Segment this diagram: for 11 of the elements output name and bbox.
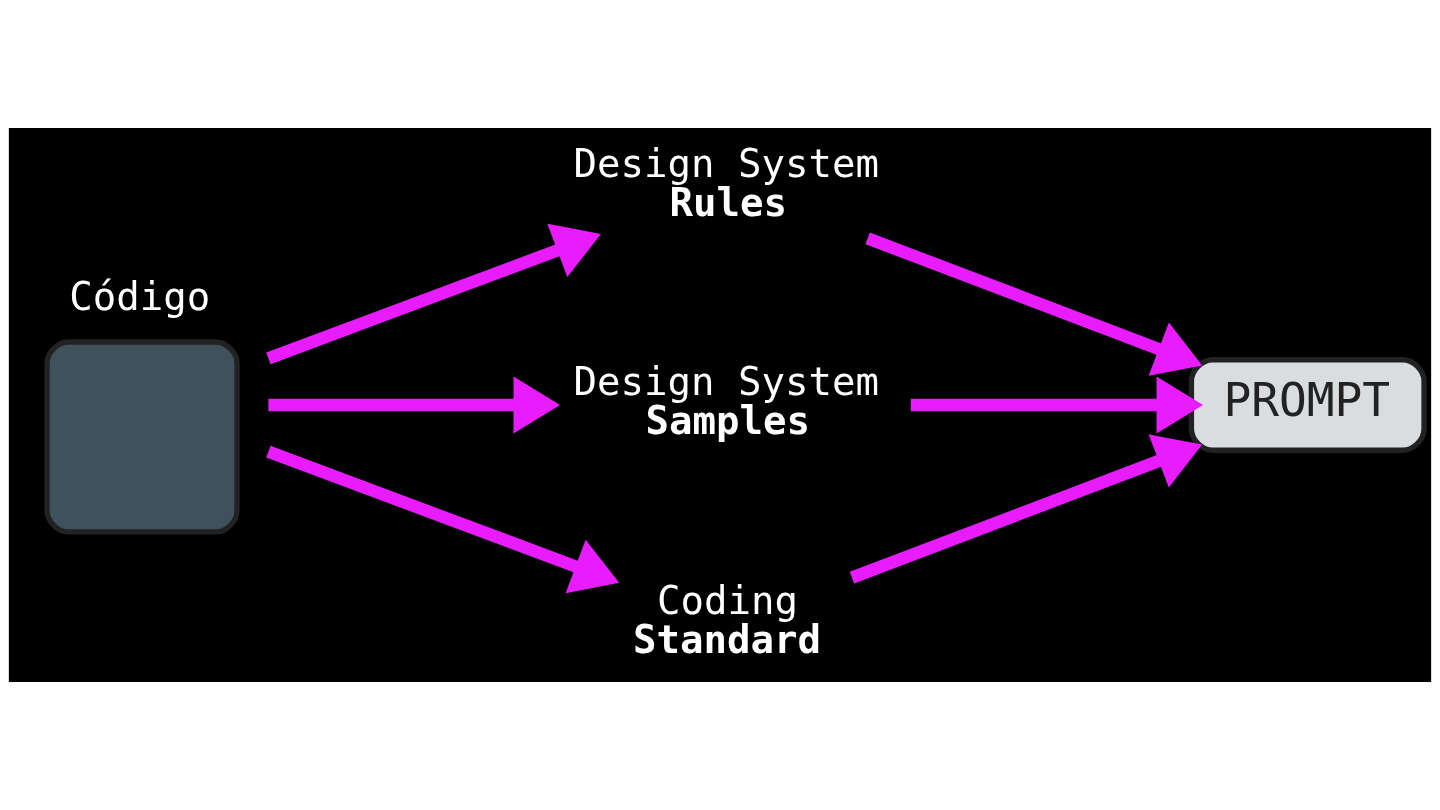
arrow <box>268 376 561 434</box>
node-text: Design System Rules <box>573 141 880 226</box>
node-text: Coding Standard <box>632 577 822 662</box>
node-label: Código <box>69 274 211 320</box>
arrow <box>849 434 1203 584</box>
node-text: Design System Samples <box>573 359 880 444</box>
node-box: PROMPT <box>1188 357 1427 453</box>
arrow <box>266 445 620 594</box>
arrow <box>865 232 1203 376</box>
arrow <box>266 223 601 365</box>
arrow <box>910 376 1204 434</box>
